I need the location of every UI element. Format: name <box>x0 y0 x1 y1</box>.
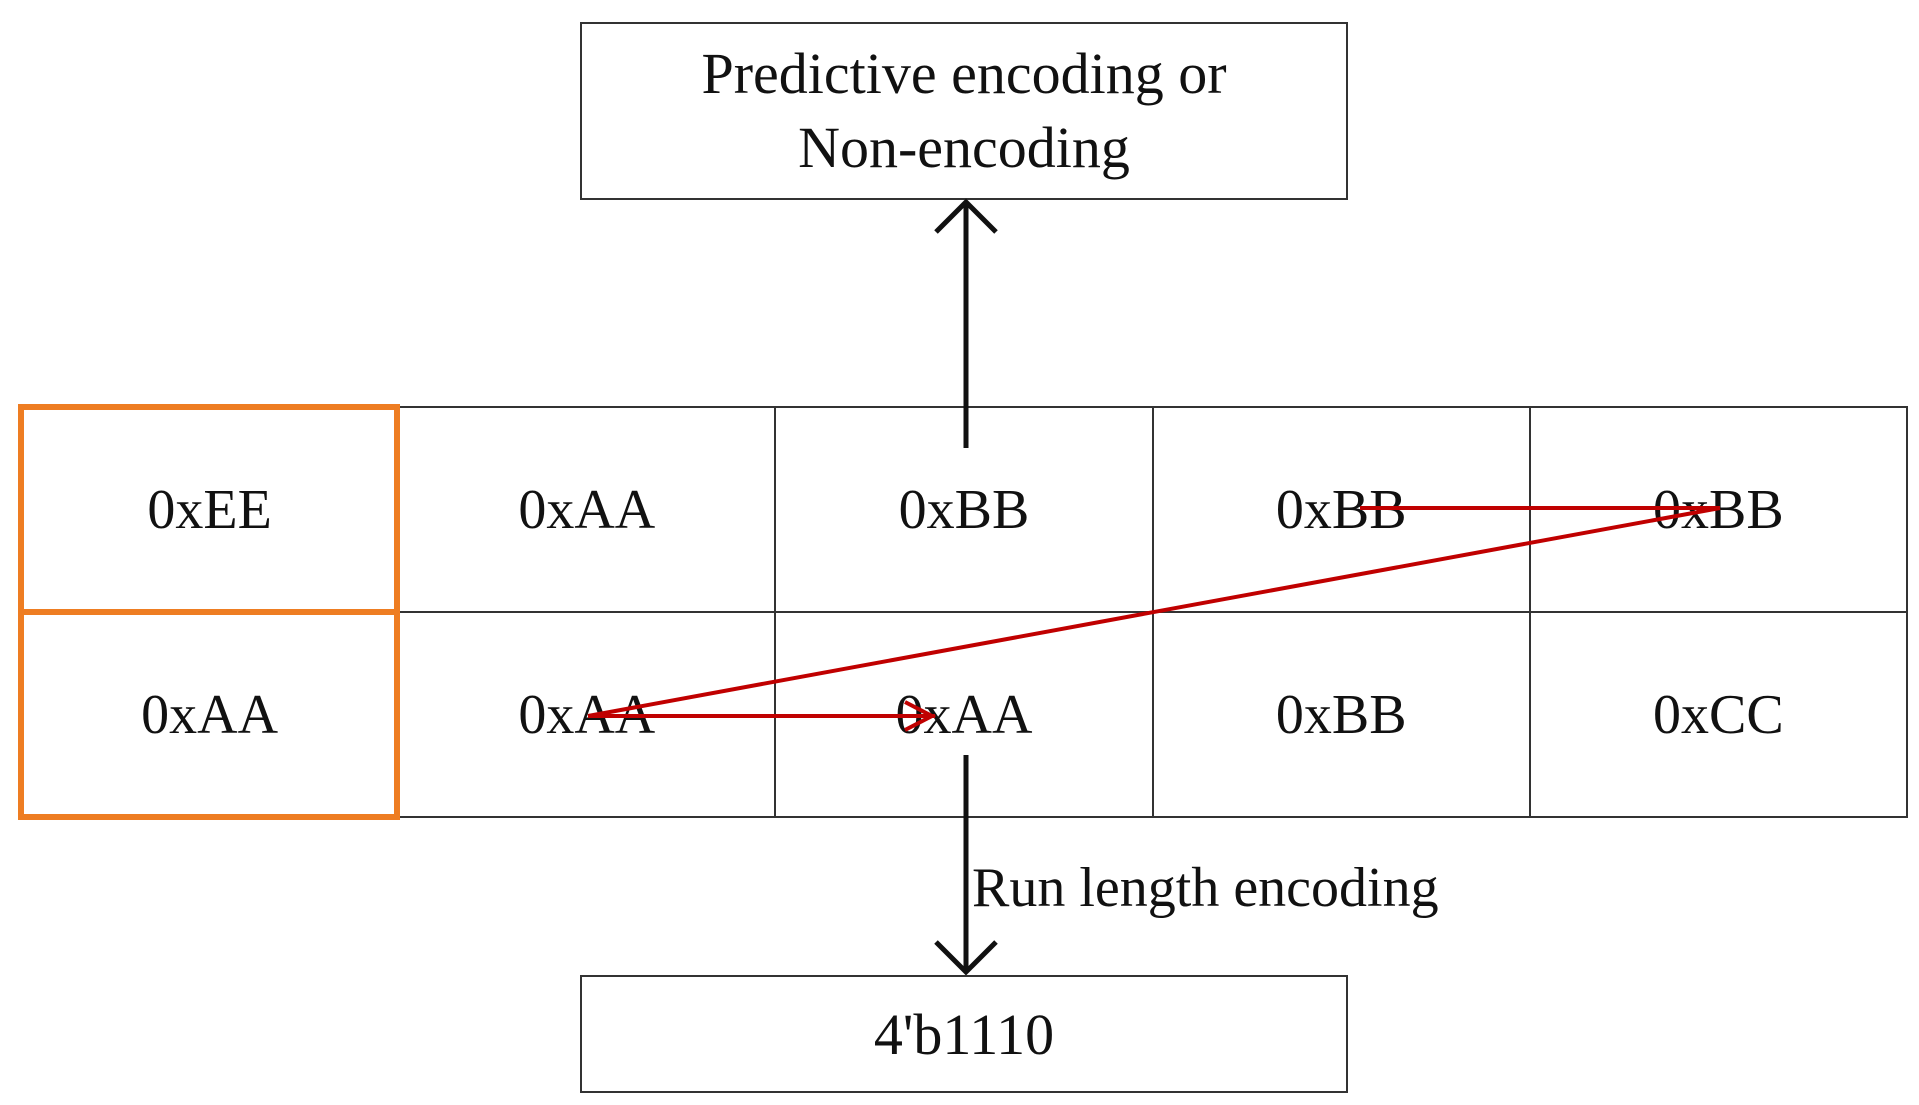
encoding-mode-line1: Predictive encoding or <box>701 41 1227 106</box>
grid-cell-r1-c2: 0xAA <box>399 408 777 613</box>
encoded-output-box: 4'b1110 <box>580 975 1348 1093</box>
encoded-output-value: 4'b1110 <box>873 1001 1055 1067</box>
up-arrow-head <box>934 198 998 234</box>
reference-column-divider <box>18 609 400 615</box>
grid-cell-r1-c3: 0xBB <box>776 408 1154 613</box>
run-length-encoding-label: Run length encoding <box>972 857 1439 919</box>
scan-path-diagonal <box>587 506 1721 718</box>
grid-cell-r2-c4: 0xBB <box>1153 613 1531 818</box>
encoding-mode-box: Predictive encoding or Non-encoding <box>580 22 1348 200</box>
encoding-mode-line2: Non-encoding <box>798 115 1130 180</box>
down-arrow-head <box>934 940 998 976</box>
grid-cell-r2-c5: 0xCC <box>1530 613 1908 818</box>
scan-path-arrowhead <box>904 700 937 732</box>
